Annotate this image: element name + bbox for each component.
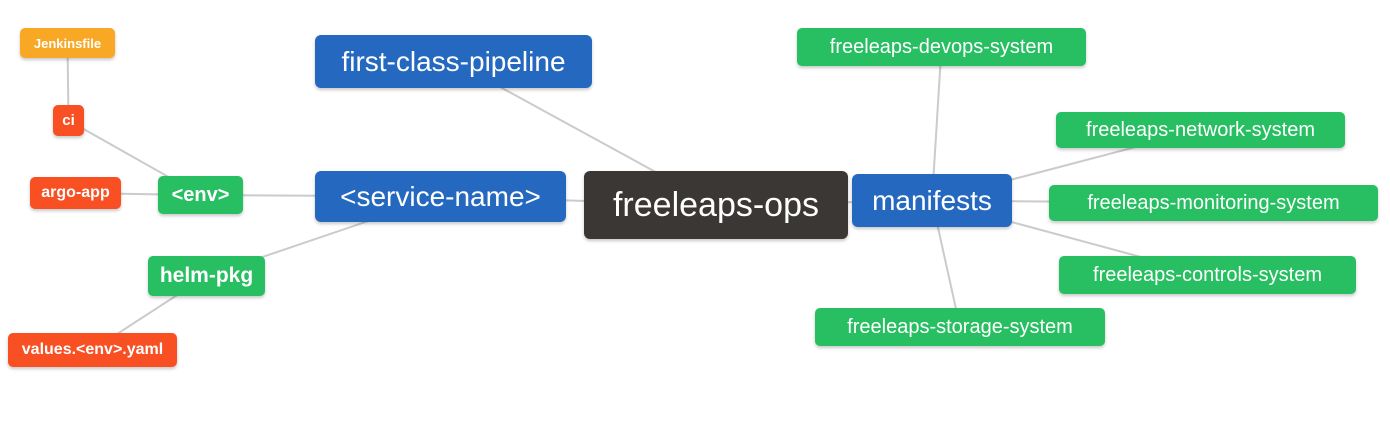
node-argo-app[interactable]: argo-app bbox=[30, 177, 121, 209]
node-freeleaps-network-system[interactable]: freeleaps-network-system bbox=[1056, 112, 1345, 148]
node-helm-pkg[interactable]: helm-pkg bbox=[148, 256, 265, 296]
node-manifests[interactable]: manifests bbox=[852, 174, 1012, 227]
node-freeleaps-monitoring-system[interactable]: freeleaps-monitoring-system bbox=[1049, 185, 1378, 221]
node-jenkinsfile[interactable]: Jenkinsfile bbox=[20, 28, 115, 58]
node-values-env-yaml[interactable]: values.<env>.yaml bbox=[8, 333, 177, 367]
node-freeleaps-ops[interactable]: freeleaps-ops bbox=[584, 171, 848, 239]
node-freeleaps-devops-system[interactable]: freeleaps-devops-system bbox=[797, 28, 1086, 66]
node-env[interactable]: <env> bbox=[158, 176, 243, 214]
node-service-name[interactable]: <service-name> bbox=[315, 171, 566, 222]
node-freeleaps-controls-system[interactable]: freeleaps-controls-system bbox=[1059, 256, 1356, 294]
node-freeleaps-storage-system[interactable]: freeleaps-storage-system bbox=[815, 308, 1105, 346]
node-ci[interactable]: ci bbox=[53, 105, 84, 136]
node-first-class-pipeline[interactable]: first-class-pipeline bbox=[315, 35, 592, 88]
